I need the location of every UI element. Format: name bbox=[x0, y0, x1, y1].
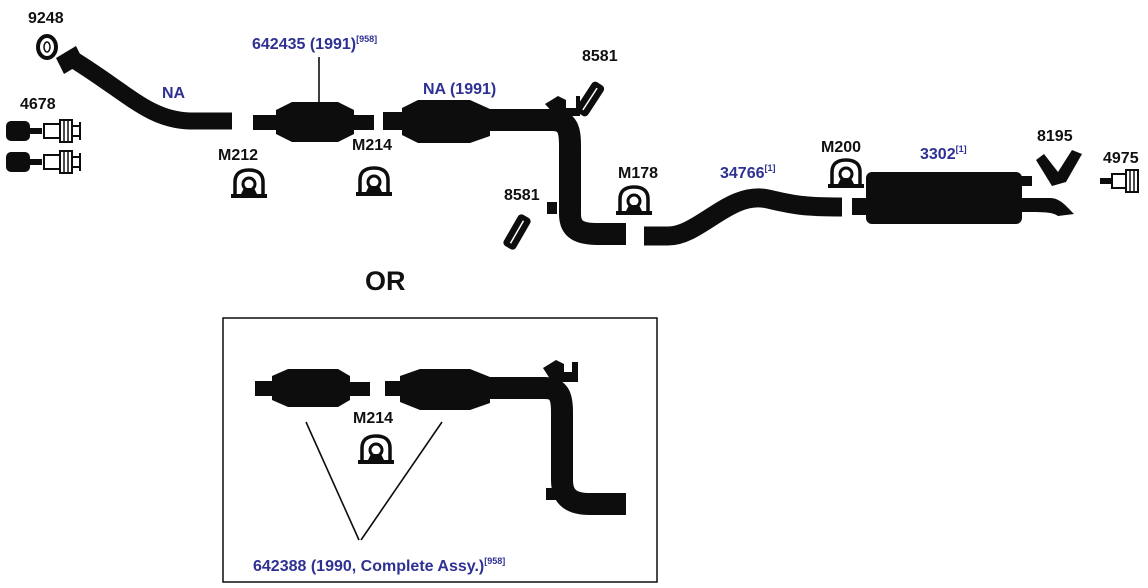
label-642435-text: 642435 (1991) bbox=[252, 36, 356, 53]
clamp-m178-icon[interactable] bbox=[616, 185, 652, 215]
label-na-1991: NA (1991) bbox=[423, 81, 496, 98]
clamp-m200-icon[interactable] bbox=[828, 158, 864, 188]
label-m178: M178 bbox=[618, 165, 658, 182]
label-front-pipe-na: NA bbox=[162, 85, 186, 102]
label-m200: M200 bbox=[821, 139, 861, 156]
label-3302-text: 3302 bbox=[920, 146, 956, 163]
hanger-8581-bottom[interactable] bbox=[502, 213, 532, 251]
label-8581-top: 8581 bbox=[582, 48, 618, 65]
label-642435-footnote: [958] bbox=[356, 34, 377, 44]
hanger-4975[interactable] bbox=[1100, 169, 1139, 193]
front-pipe-na[interactable] bbox=[56, 46, 232, 130]
label-642435: 642435 (1991)[958] bbox=[252, 34, 377, 53]
label-m214: M214 bbox=[352, 137, 392, 154]
label-4678: 4678 bbox=[20, 96, 56, 113]
muffler-3302[interactable] bbox=[852, 172, 1074, 224]
assembly-leader-right bbox=[360, 421, 443, 541]
hanger-4678[interactable] bbox=[6, 119, 81, 174]
label-8195: 8195 bbox=[1037, 128, 1073, 145]
gasket-9248[interactable] bbox=[36, 34, 58, 60]
clamp-m214-icon[interactable] bbox=[356, 166, 392, 196]
label-3302: 3302[1] bbox=[920, 144, 967, 163]
label-alt-m214: M214 bbox=[353, 410, 393, 427]
or-label: OR bbox=[365, 266, 406, 296]
label-642388-footnote: [958] bbox=[484, 556, 505, 566]
hanger-8581-top[interactable] bbox=[574, 80, 605, 118]
label-m212: M212 bbox=[218, 147, 258, 164]
label-34766-text: 34766 bbox=[720, 165, 765, 182]
label-34766-footnote: [1] bbox=[765, 163, 776, 173]
label-34766: 34766[1] bbox=[720, 163, 776, 182]
alternate-assembly-box bbox=[222, 317, 658, 583]
assembly-leader-left bbox=[305, 421, 360, 541]
label-8581-bottom: 8581 bbox=[504, 187, 540, 204]
label-642388: 642388 (1990, Complete Assy.)[958] bbox=[253, 556, 505, 575]
pipe-34766[interactable] bbox=[644, 188, 843, 246]
alternate-intermediate-pipe[interactable] bbox=[385, 360, 626, 515]
label-9248: 9248 bbox=[28, 10, 64, 27]
hanger-8195[interactable] bbox=[1036, 150, 1082, 186]
label-3302-footnote: [1] bbox=[956, 144, 967, 154]
catalytic-converter-642435[interactable] bbox=[253, 102, 374, 142]
intermediate-pipe-na-1991[interactable] bbox=[383, 96, 626, 245]
alternate-clamp-m214-icon[interactable] bbox=[358, 434, 394, 464]
clamp-m212-icon[interactable] bbox=[231, 168, 267, 198]
alternate-converter[interactable] bbox=[255, 369, 370, 407]
label-642388-text: 642388 (1990, Complete Assy.) bbox=[253, 558, 484, 575]
label-4975: 4975 bbox=[1103, 150, 1139, 167]
